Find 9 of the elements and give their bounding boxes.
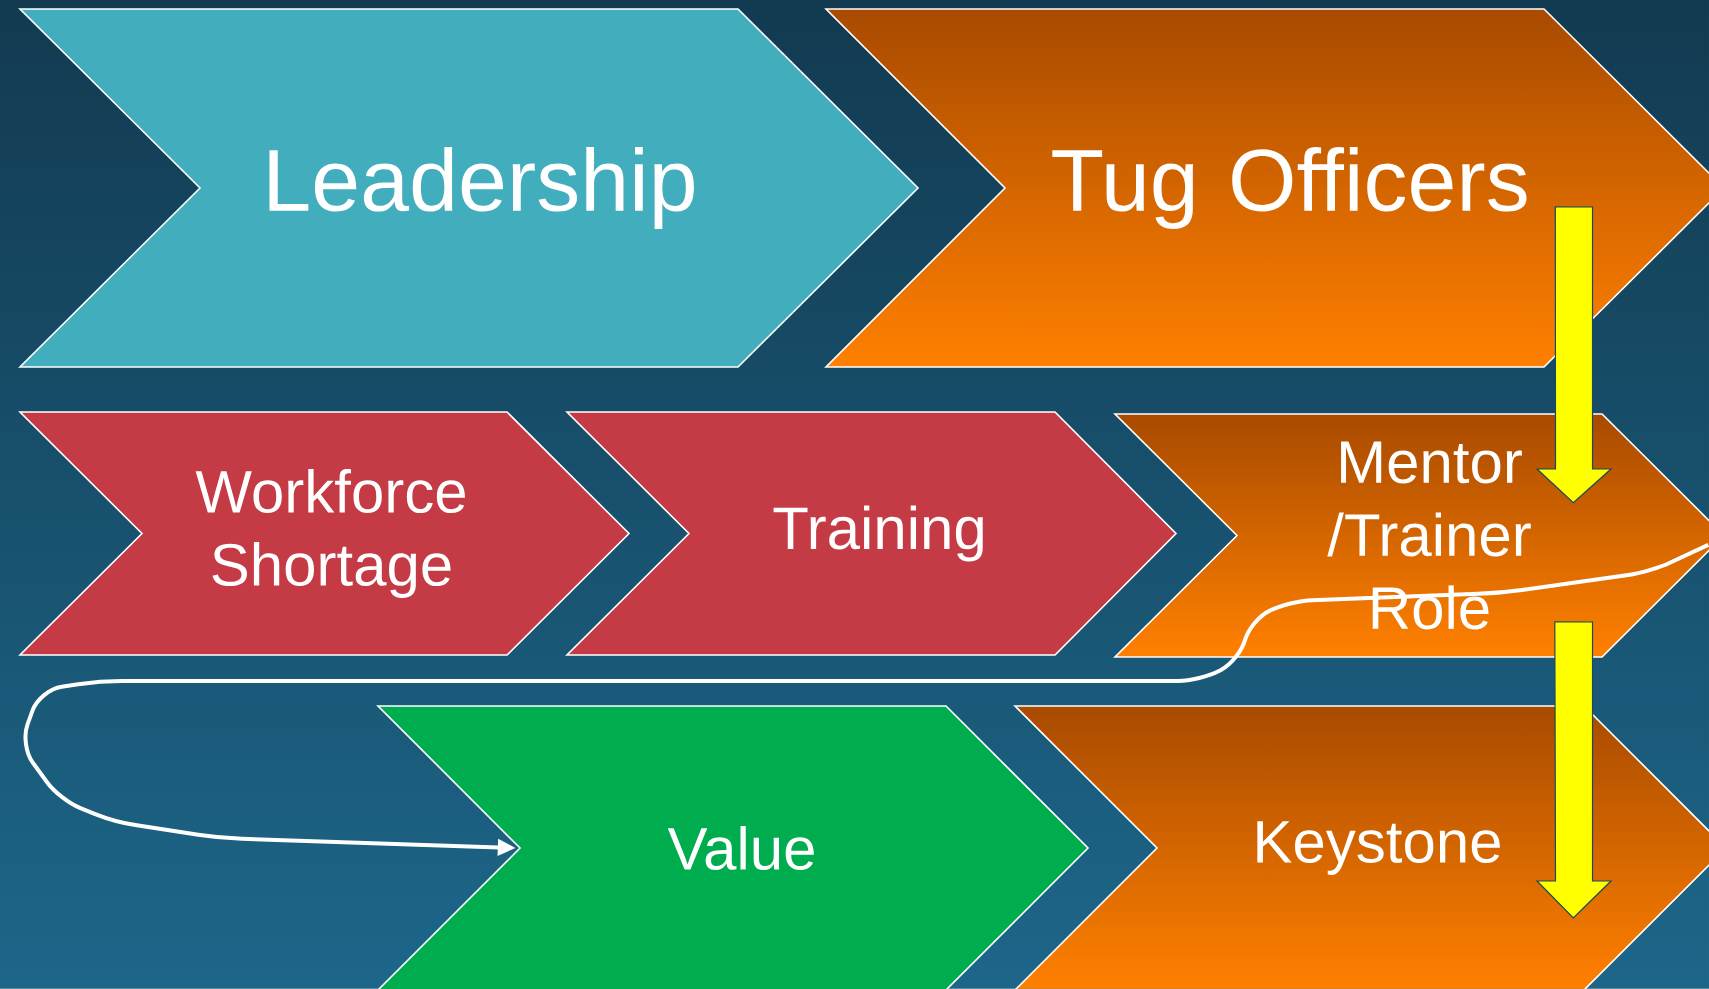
step-box: Leadership [18,8,920,368]
step-box: Mentor /Trainer Role [1113,413,1709,658]
step-box: Workforce Shortage [18,411,631,656]
step-box: Keystone [1013,705,1709,989]
step-box: Tug Officers [824,8,1709,368]
step-box: Training [565,411,1178,656]
step-box: Value [376,705,1090,989]
block-arrow [1535,621,1613,919]
block-arrow [1535,206,1613,504]
